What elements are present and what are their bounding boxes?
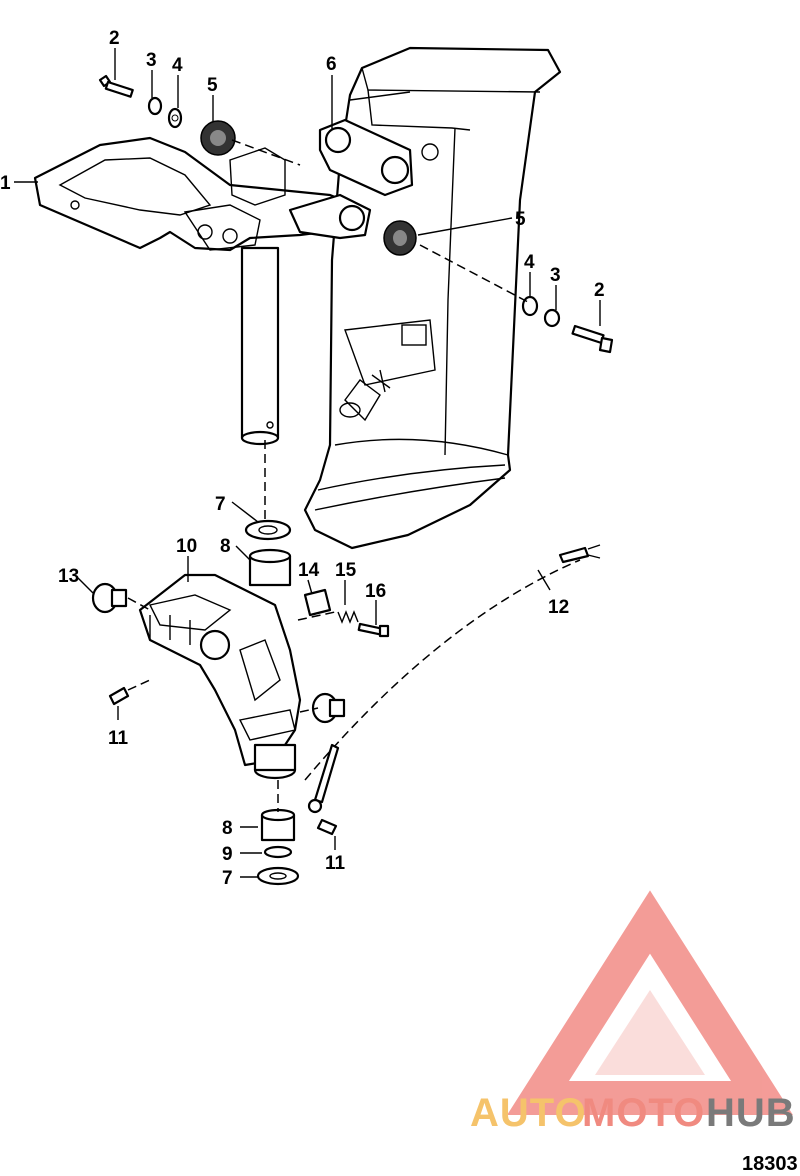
watermark-hub: HUB: [706, 1091, 796, 1135]
callout-3-right: 3: [550, 265, 561, 286]
callout-11-left: 11: [108, 728, 129, 749]
callout-3-top: 3: [146, 50, 157, 71]
assembly-centerlines: [127, 139, 529, 812]
upper-mount-isolator-left: [200, 120, 236, 156]
figure-number: 18303: [742, 1153, 798, 1175]
callout-8-bottom: 8: [222, 818, 233, 839]
callout-10: 10: [176, 536, 197, 557]
callout-numbers: 1 2 3 4 5 6 5 4 3 2 7 8 10 13 14 15 16 1…: [0, 28, 605, 889]
callout-13: 13: [58, 566, 79, 587]
callout-15: 15: [335, 560, 357, 581]
callout-4-top: 4: [172, 55, 183, 76]
watermark-moto: MOTO: [582, 1091, 705, 1135]
ground-strap: [304, 544, 601, 814]
callout-12: 12: [548, 597, 569, 618]
lower-washer: [256, 866, 300, 886]
clip: [303, 588, 332, 617]
callout-16: 16: [365, 581, 386, 602]
callout-4-right: 4: [524, 252, 535, 273]
callout-6: 6: [326, 54, 337, 75]
steering-tube: [240, 246, 280, 446]
lower-pivot-boss: [253, 743, 297, 780]
callout-1: 1: [0, 173, 11, 194]
watermark-logo: [507, 890, 793, 1115]
side-plug-right: [311, 692, 346, 724]
right-fastener-set: [521, 295, 614, 354]
callout-2-top: 2: [109, 28, 120, 49]
upper-washer: [244, 519, 292, 541]
callout-7-bottom: 7: [222, 868, 233, 889]
side-plug-left: [91, 582, 128, 614]
upper-mount-arms: [288, 118, 414, 240]
callout-8-top: 8: [220, 536, 231, 557]
callout-11-right: 11: [325, 853, 346, 874]
upper-mount-isolator-right: [383, 220, 417, 256]
spring: [337, 610, 359, 624]
watermark-auto: AUTO: [470, 1091, 587, 1135]
lower-bushing: [260, 808, 296, 842]
callout-5-right: 5: [515, 209, 526, 230]
grease-fitting-left: [108, 686, 130, 706]
callout-7-top: 7: [215, 494, 226, 515]
leader-lines: [14, 48, 601, 878]
swivel-bracket: [33, 136, 357, 252]
grease-fitting-right: [316, 818, 338, 836]
callout-14: 14: [298, 560, 320, 581]
lower-yoke: [138, 573, 302, 767]
screw: [357, 622, 390, 638]
lower-ring: [263, 845, 293, 859]
watermark-brand: AUTO MOTO HUB: [470, 1091, 796, 1135]
upper-bushing: [248, 548, 292, 587]
callout-2-right: 2: [594, 280, 605, 301]
callout-9: 9: [222, 844, 233, 865]
upper-left-fastener-set: [98, 74, 183, 129]
callout-5-top: 5: [207, 75, 218, 96]
